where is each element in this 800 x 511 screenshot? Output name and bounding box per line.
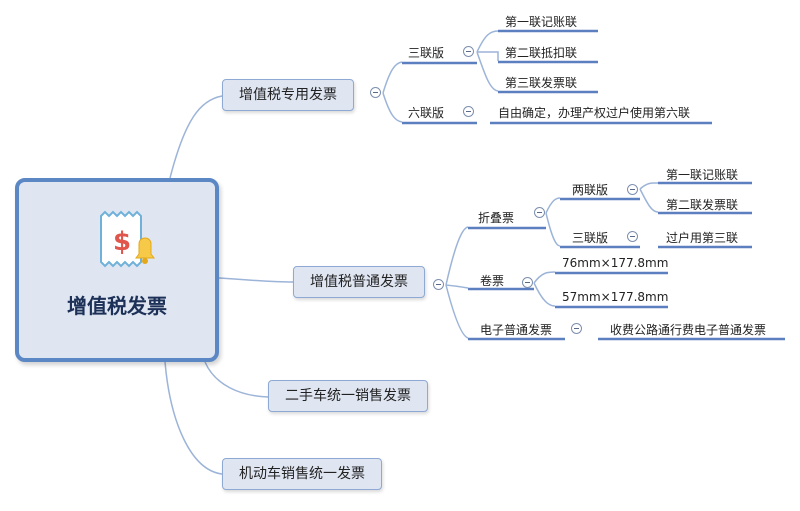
connector-triple-3 [476, 51, 499, 92]
connector-roll-2 [533, 282, 556, 307]
collapse-special-icon[interactable] [370, 87, 381, 98]
connector-ordinary-roll [445, 284, 469, 289]
root-node[interactable]: $ 增值税发票 [15, 178, 219, 362]
connector-special-six [382, 92, 403, 123]
collapse-six-icon[interactable] [463, 106, 474, 117]
collapse-triple-icon[interactable] [463, 46, 474, 57]
collapse-three-part-icon[interactable] [627, 231, 638, 242]
node-three-part[interactable]: 三联版 [572, 231, 609, 245]
node-ordinary-invoice[interactable]: 增值税普通发票 [293, 266, 425, 298]
connector-root-special [169, 95, 223, 179]
collapse-two-part-icon[interactable] [627, 184, 638, 195]
connector-folding-two [545, 197, 561, 214]
leaf-two-2[interactable]: 第二联发票联 [666, 198, 739, 212]
leaf-three-item[interactable]: 过户用第三联 [666, 231, 739, 245]
invoice-receipt-bell-icon: $ [100, 210, 155, 268]
node-folding-ticket[interactable]: 折叠票 [478, 211, 515, 225]
connector-two-2 [639, 188, 659, 213]
connector-root-used-car [204, 361, 269, 398]
connector-two-1 [639, 182, 659, 190]
root-title: 增值税发票 [67, 294, 167, 318]
leaf-triple-1[interactable]: 第一联记账联 [505, 15, 578, 29]
collapse-ordinary-icon[interactable] [433, 279, 444, 290]
node-triple-version[interactable]: 三联版 [408, 46, 445, 60]
collapse-folding-icon[interactable] [534, 207, 545, 218]
leaf-six-item[interactable]: 自由确定，办理产权过户使用第六联 [498, 106, 691, 120]
leaf-two-1[interactable]: 第一联记账联 [666, 168, 739, 182]
connector-special-triple [382, 61, 403, 94]
svg-text:$: $ [113, 227, 131, 257]
connector-root-motor [164, 361, 223, 475]
node-motor-vehicle-invoice[interactable]: 机动车销售统一发票 [222, 458, 382, 490]
connector-triple-1 [476, 30, 499, 53]
connector-folding-three [545, 212, 561, 247]
connector-roll-1 [533, 271, 556, 284]
collapse-electronic-icon[interactable] [571, 323, 582, 334]
leaf-triple-3[interactable]: 第三联发票联 [505, 76, 578, 90]
connector-ordinary-folding [445, 226, 469, 286]
node-two-part[interactable]: 两联版 [572, 183, 609, 197]
leaf-roll-1[interactable]: 76mm×177.8mm [562, 256, 669, 270]
node-used-car-invoice[interactable]: 二手车统一销售发票 [268, 380, 428, 412]
node-electronic-ordinary[interactable]: 电子普通发票 [480, 323, 553, 337]
leaf-roll-2[interactable]: 57mm×177.8mm [562, 290, 669, 304]
connector-triple-2 [477, 51, 499, 61]
node-special-invoice[interactable]: 增值税专用发票 [222, 79, 354, 111]
node-roll-ticket[interactable]: 卷票 [480, 274, 505, 288]
leaf-electronic-item[interactable]: 收费公路通行费电子普通发票 [610, 323, 767, 337]
leaf-triple-2[interactable]: 第二联抵扣联 [505, 46, 578, 60]
node-six-version[interactable]: 六联版 [408, 106, 445, 120]
collapse-roll-icon[interactable] [522, 277, 533, 288]
connector-root-ordinary [218, 277, 294, 283]
connector-ordinary-electronic [445, 284, 469, 339]
